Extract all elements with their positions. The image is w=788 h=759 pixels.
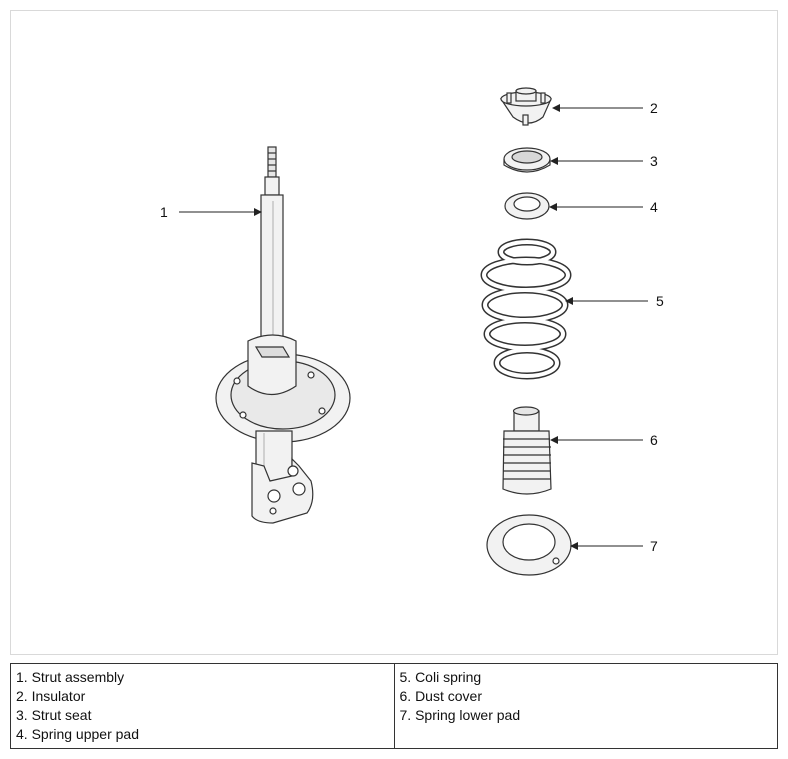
- callout-number-4: 4: [650, 199, 658, 215]
- legend-item-strut-seat: 3. Strut seat: [16, 707, 92, 723]
- strut-exploded-diagram: 1 2 3 4 5 6 7: [160, 87, 664, 576]
- coil-spring-highlight: [482, 240, 570, 378]
- legend-item-coil-spring: 5. Coli spring: [399, 669, 482, 685]
- spring-upper-pad-drawing: [504, 192, 550, 220]
- callout-number-1: 1: [160, 204, 168, 220]
- diagram-frame: 1 2 3 4 5 6 7: [10, 10, 778, 655]
- legend-table: 1. Strut assembly 2. Insulator 3. Strut …: [10, 663, 778, 749]
- spring-lower-pad-drawing: [486, 514, 572, 576]
- strut-seat-drawing: [503, 147, 551, 173]
- callout-number-7: 7: [650, 538, 658, 554]
- strut-assembly-drawing: [215, 146, 351, 524]
- insulator-drawing: [499, 87, 552, 126]
- callout-number-2: 2: [650, 100, 658, 116]
- callout-number-6: 6: [650, 432, 658, 448]
- legend-item-dust-cover: 6. Dust cover: [399, 688, 482, 704]
- legend-item-strut-assembly: 1. Strut assembly: [16, 669, 125, 685]
- dust-cover-drawing: [502, 406, 552, 495]
- legend-item-insulator: 2. Insulator: [16, 688, 86, 704]
- legend-item-spring-lower-pad: 7. Spring lower pad: [399, 707, 521, 723]
- legend-column-right: 5. Coli spring 6. Dust cover 7. Spring l…: [393, 664, 778, 748]
- legend-column-left: 1. Strut assembly 2. Insulator 3. Strut …: [11, 664, 394, 748]
- callout-number-3: 3: [650, 153, 658, 169]
- legend-item-spring-upper-pad: 4. Spring upper pad: [16, 726, 139, 742]
- callout-number-5: 5: [656, 293, 664, 309]
